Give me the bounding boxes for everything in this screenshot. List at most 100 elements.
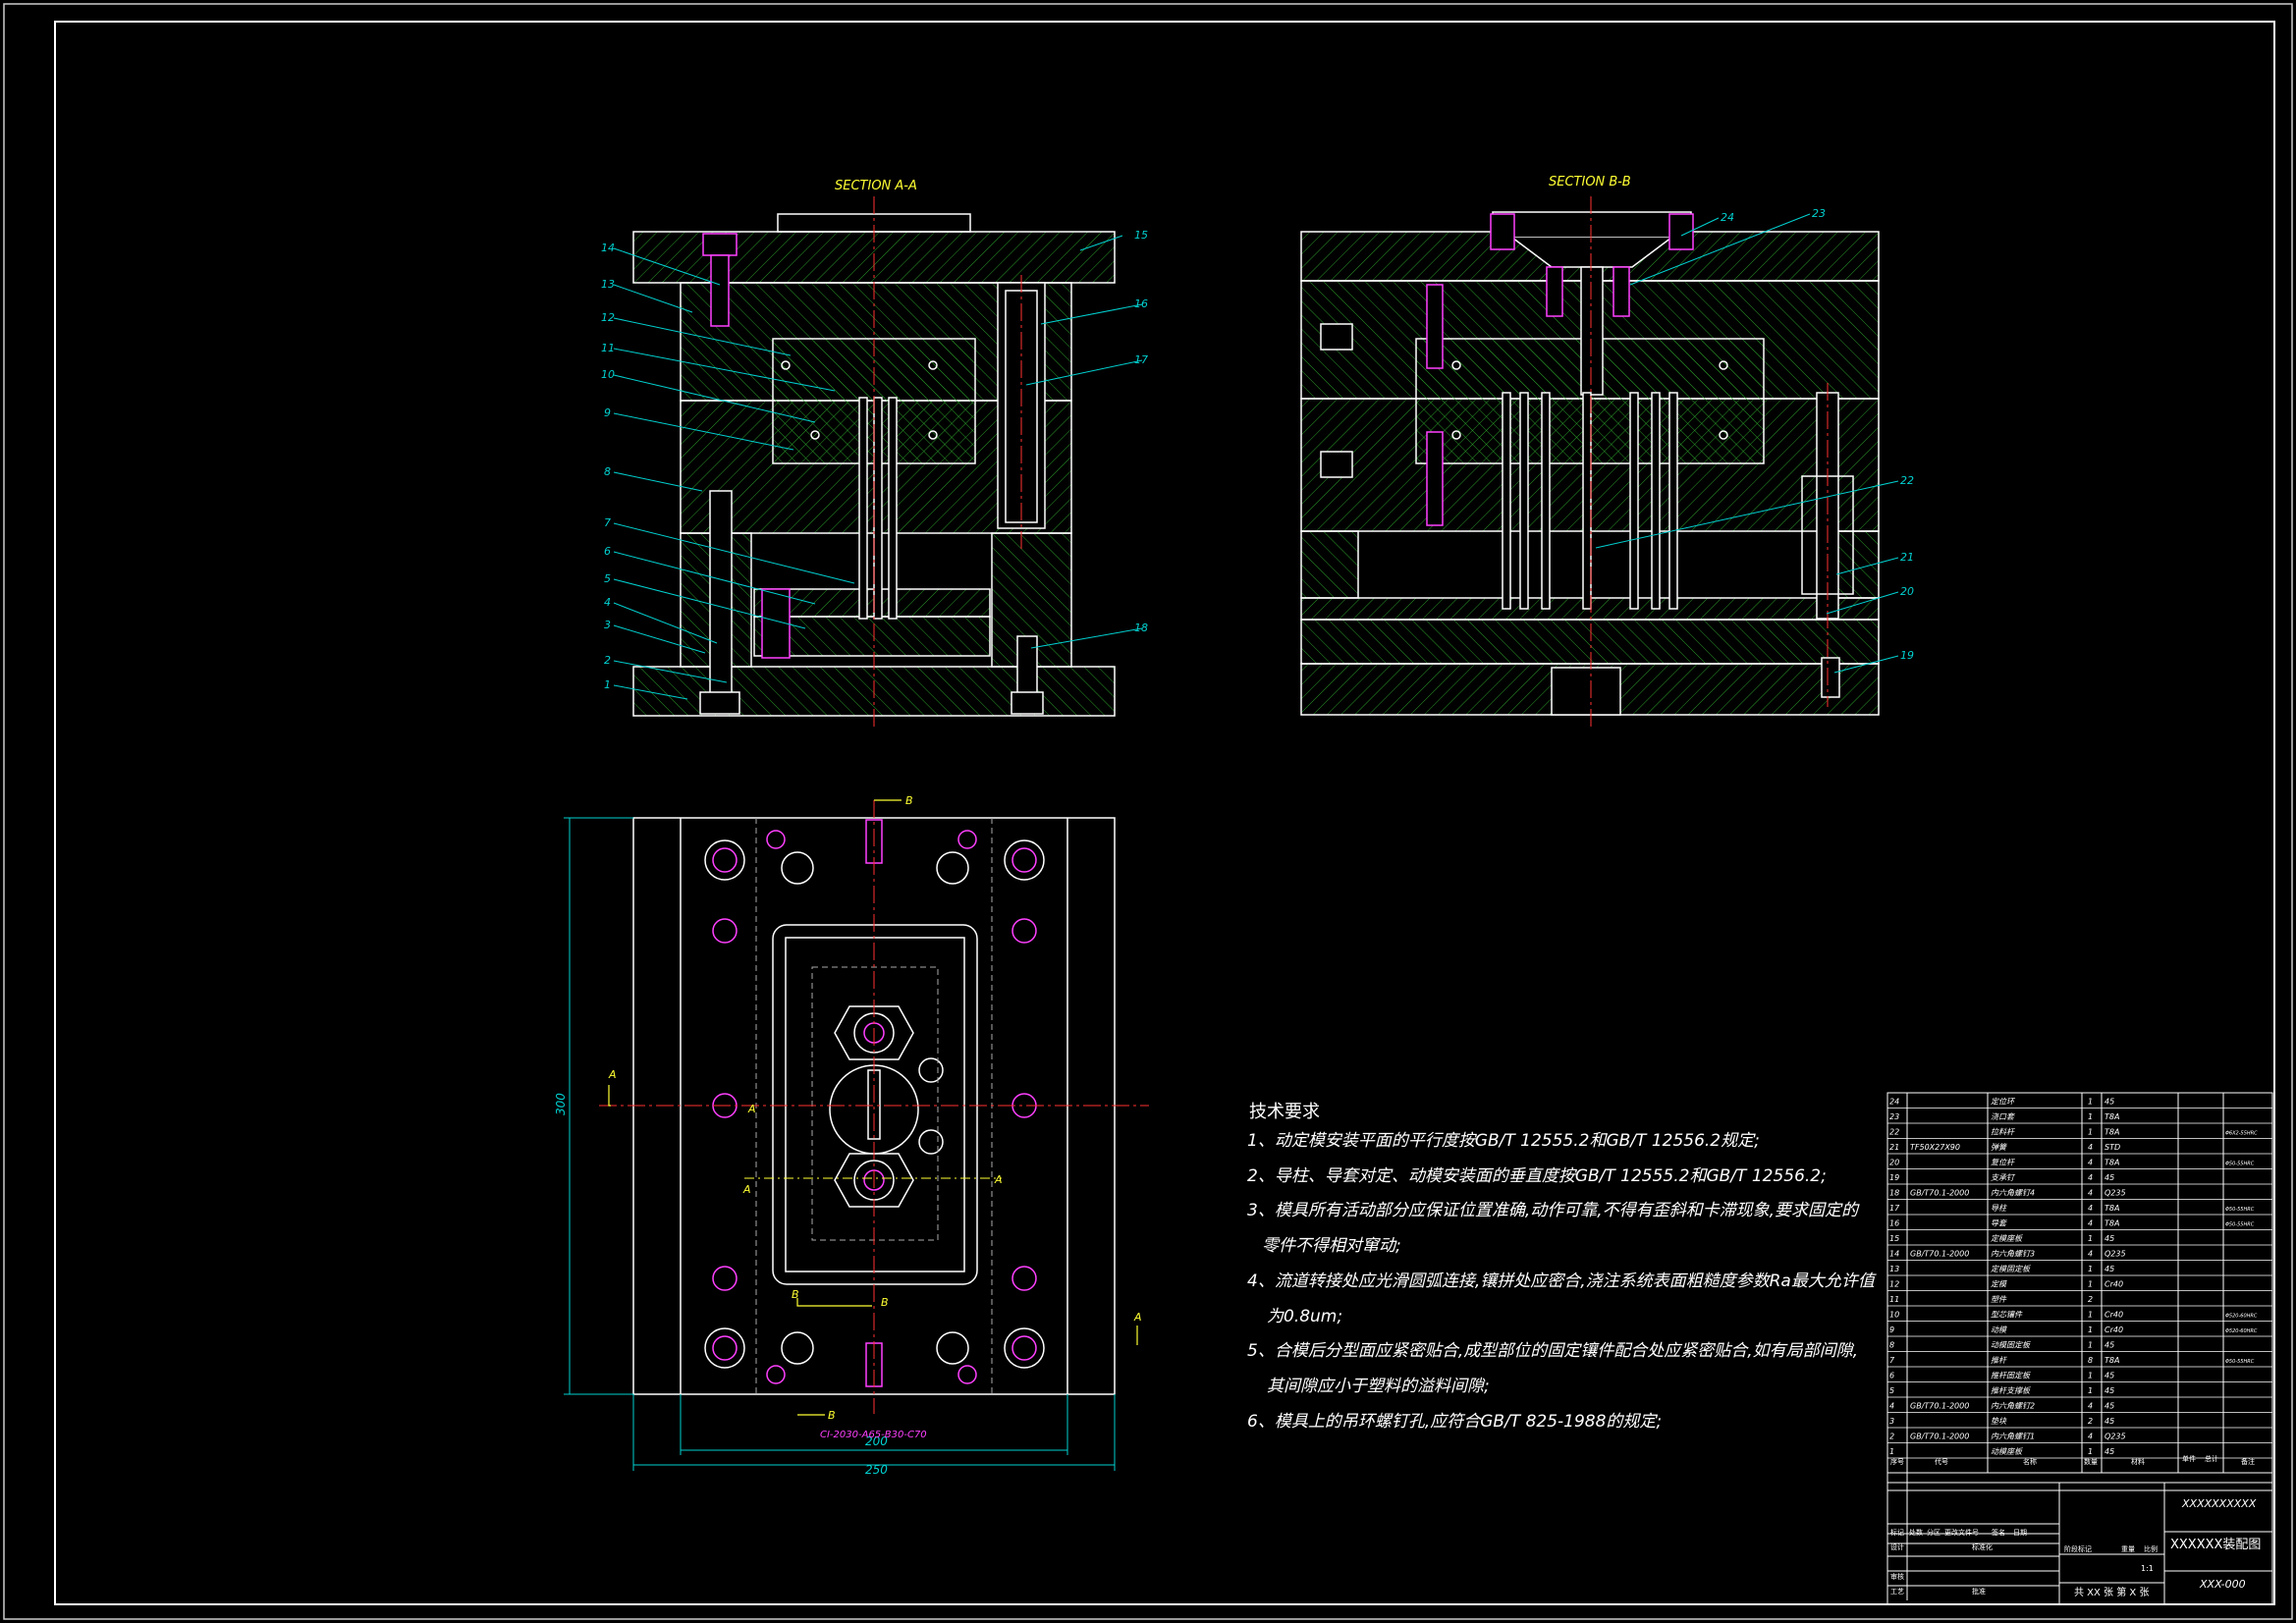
bom-name: 定模 bbox=[1991, 1280, 2008, 1289]
svg-text:标记: 标记 bbox=[1890, 1528, 1904, 1537]
balloon-17: 17 bbox=[1134, 353, 1148, 366]
svg-text:处数: 处数 bbox=[1909, 1528, 1923, 1537]
requirement-4: 4、流道转接处应光滑圆弧连接,镶拼处应密合,浇注系统表面粗糙度参数Ra最大允许值 bbox=[1247, 1271, 1875, 1291]
svg-text:签名: 签名 bbox=[1992, 1528, 2005, 1537]
bom-qty: 2 bbox=[2088, 1417, 2093, 1426]
section-b-title: SECTION B-B bbox=[1549, 175, 1631, 189]
bom-qty: 1 bbox=[2088, 1128, 2093, 1137]
company-name: XXXXXXXXXX bbox=[2181, 1497, 2257, 1510]
dimension-texts: 300 200 250 bbox=[554, 1093, 888, 1477]
bom-note: Φ6X2-55HRC bbox=[2225, 1131, 2258, 1137]
bom-qty: 4 bbox=[2088, 1189, 2093, 1198]
svg-text:A: A bbox=[747, 1103, 756, 1115]
section-cut-lines bbox=[608, 799, 1138, 1416]
bom-no: 22 bbox=[1889, 1128, 1899, 1137]
bom-name: 动模固定板 bbox=[1991, 1341, 2031, 1350]
svg-text:批准: 批准 bbox=[1972, 1587, 1986, 1596]
bom-qty: 2 bbox=[2088, 1295, 2093, 1304]
balloon-leaders-a bbox=[613, 235, 1143, 700]
bom-name: 推杆 bbox=[1991, 1356, 2008, 1365]
requirement-5: 5、合模后分型面应紧密贴合,成型部位的固定镶件配合处应紧密贴合,如有局部间隙, bbox=[1247, 1341, 1859, 1361]
bom-material: 45 bbox=[2105, 1402, 2114, 1411]
mold-base-code: CI-2030-A65-B30-C70 bbox=[820, 1430, 927, 1440]
bom-qty: 1 bbox=[2088, 1265, 2093, 1273]
balloon-11: 11 bbox=[601, 342, 615, 354]
svg-text:序号: 序号 bbox=[1890, 1457, 1904, 1466]
svg-text:A: A bbox=[994, 1173, 1003, 1186]
balloon-3: 3 bbox=[604, 619, 611, 631]
bom-name: 推杆支撑板 bbox=[1991, 1386, 2031, 1395]
bom-name: 拉料杆 bbox=[1991, 1128, 2016, 1137]
balloon-20: 20 bbox=[1900, 585, 1914, 598]
bom-qty: 4 bbox=[2088, 1219, 2093, 1228]
section-a-title: SECTION A-A bbox=[835, 179, 917, 193]
bom-name: 动模座板 bbox=[1991, 1447, 2023, 1456]
bom-material: Q235 bbox=[2105, 1189, 2126, 1198]
bom-name: 内六角螺钉1 bbox=[1991, 1433, 2035, 1441]
bom-qty: 1 bbox=[2088, 1311, 2093, 1320]
bom-material: Q235 bbox=[2105, 1250, 2126, 1259]
svg-text:重量: 重量 bbox=[2121, 1545, 2135, 1553]
bom-material: Cr40 bbox=[2105, 1280, 2123, 1289]
section-marks: A A A A B B B B A bbox=[608, 794, 1142, 1422]
bom-no: 19 bbox=[1889, 1173, 1899, 1182]
svg-text:B: B bbox=[792, 1288, 799, 1301]
bom-no: 23 bbox=[1889, 1112, 1899, 1121]
requirement-4b: 为0.8um; bbox=[1267, 1307, 1343, 1326]
bom-no: 13 bbox=[1889, 1265, 1899, 1273]
bom-no: 3 bbox=[1889, 1417, 1894, 1426]
dim-height: 300 bbox=[554, 1093, 568, 1115]
bom-note: Φ50-55HRC bbox=[2225, 1207, 2255, 1213]
balloon-8: 8 bbox=[604, 465, 611, 478]
bom-qty: 1 bbox=[2088, 1447, 2093, 1456]
balloon-10: 10 bbox=[601, 368, 615, 381]
bom-no: 10 bbox=[1889, 1311, 1899, 1320]
svg-text:A: A bbox=[608, 1068, 617, 1081]
balloon-21: 21 bbox=[1900, 551, 1914, 564]
bom-code: GB/T70.1-2000 bbox=[1910, 1433, 1969, 1441]
bom-material: T8A bbox=[2105, 1219, 2119, 1228]
balloon-16: 16 bbox=[1134, 298, 1148, 310]
bom-note: Φ520-60HRC bbox=[2225, 1328, 2258, 1334]
bom-qty: 4 bbox=[2088, 1250, 2093, 1259]
balloon-numbers-a: 14 13 12 11 10 9 8 7 6 5 4 3 2 1 15 16 1… bbox=[601, 229, 1148, 691]
dimensions bbox=[564, 817, 1116, 1471]
bom-no: 15 bbox=[1889, 1234, 1899, 1243]
requirement-3: 3、模具所有活动部分应保证位置准确,动作可靠,不得有歪斜和卡滞现象,要求固定的 bbox=[1247, 1201, 1859, 1220]
bom-qty: 4 bbox=[2088, 1159, 2093, 1167]
bom-no: 18 bbox=[1889, 1189, 1899, 1198]
requirement-3b: 零件不得相对窜动; bbox=[1262, 1236, 1401, 1256]
requirement-1: 1、动定模安装平面的平行度按GB/T 12555.2和GB/T 12556.2规… bbox=[1247, 1131, 1760, 1151]
balloon-7: 7 bbox=[604, 516, 611, 529]
svg-text:工艺: 工艺 bbox=[1890, 1588, 1904, 1596]
bom-name: 弹簧 bbox=[1991, 1143, 2008, 1152]
sheet-info: 共 XX 张 第 X 张 bbox=[2074, 1586, 2149, 1598]
bom-name: 推杆固定板 bbox=[1991, 1372, 2031, 1380]
scale-value: 1:1 bbox=[2141, 1564, 2154, 1573]
bom-qty: 4 bbox=[2088, 1204, 2093, 1213]
bom-name: 定模固定板 bbox=[1991, 1265, 2031, 1273]
bom-material: Cr40 bbox=[2105, 1311, 2123, 1320]
bom-qty: 1 bbox=[2088, 1386, 2093, 1395]
bom-material: 45 bbox=[2105, 1265, 2114, 1273]
balloon-14: 14 bbox=[601, 242, 615, 254]
bom-name: 浇口套 bbox=[1991, 1112, 2015, 1121]
bom-qty: 4 bbox=[2088, 1402, 2093, 1411]
balloon-1: 1 bbox=[604, 678, 611, 691]
balloon-2: 2 bbox=[604, 654, 611, 667]
bom-qty: 1 bbox=[2088, 1341, 2093, 1350]
balloon-13: 13 bbox=[601, 278, 615, 291]
svg-text:名称: 名称 bbox=[2023, 1457, 2037, 1466]
bom-material: 45 bbox=[2105, 1173, 2114, 1182]
bom-note: Φ50-55HRC bbox=[2225, 1162, 2255, 1167]
bom-material: T8A bbox=[2105, 1159, 2119, 1167]
bom-name: 定模座板 bbox=[1991, 1234, 2023, 1243]
bom-qty: 8 bbox=[2088, 1356, 2093, 1365]
bom-material: 45 bbox=[2105, 1386, 2114, 1395]
requirement-5b: 其间隙应小于塑料的溢料间隙; bbox=[1267, 1377, 1490, 1396]
section-b-view bbox=[1300, 211, 1880, 716]
svg-text:代号: 代号 bbox=[1935, 1457, 1948, 1466]
bom-note: Φ50-55HRC bbox=[2225, 1359, 2255, 1365]
